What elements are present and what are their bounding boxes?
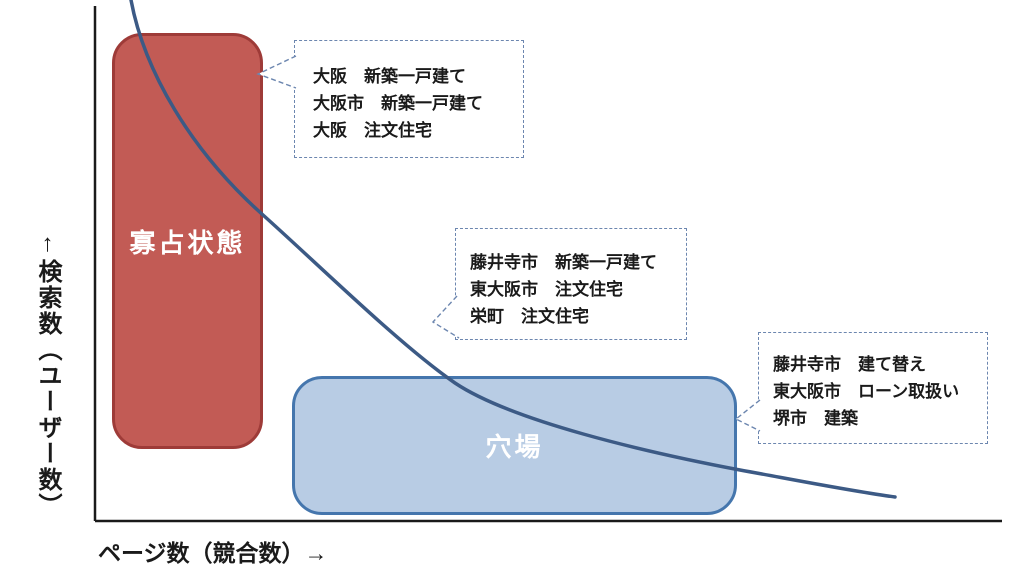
monopoly-zone: 寡占状態 xyxy=(112,33,263,449)
y-axis-label: ↑検索数（ユーザー数） xyxy=(34,230,61,519)
monopoly-zone-label: 寡占状態 xyxy=(129,227,246,258)
callout-line: 藤井寺市 新築一戸建て xyxy=(470,253,657,272)
callout-mid-competition-keywords: 藤井寺市 新築一戸建て 東大阪市 注文住宅 栄町 注文住宅 xyxy=(455,228,687,340)
callout-line: 大阪 新築一戸建て xyxy=(313,67,466,86)
callout-line: 大阪 注文住宅 xyxy=(313,121,432,140)
callout-high-competition-keywords: 大阪 新築一戸建て 大阪市 新築一戸建て 大阪 注文住宅 xyxy=(294,40,524,158)
callout-line: 藤井寺市 建て替え xyxy=(773,355,926,374)
callout-line: 東大阪市 ローン取扱い xyxy=(773,382,960,401)
x-axis-label: ページ数（競合数）→ xyxy=(98,540,328,566)
callout-line: 大阪市 新築一戸建て xyxy=(313,94,483,113)
sweet-spot-zone: 穴場 xyxy=(292,376,737,515)
callout-top-tail xyxy=(256,55,297,89)
callout-line: 東大阪市 注文住宅 xyxy=(470,280,623,299)
callout-line: 堺市 建築 xyxy=(773,409,858,428)
callout-niche-keywords: 藤井寺市 建て替え 東大阪市 ローン取扱い 堺市 建築 xyxy=(758,332,988,444)
callout-right-tail xyxy=(734,399,761,432)
sweet-spot-zone-label: 穴場 xyxy=(485,432,544,462)
callout-line: 栄町 注文住宅 xyxy=(470,307,589,326)
